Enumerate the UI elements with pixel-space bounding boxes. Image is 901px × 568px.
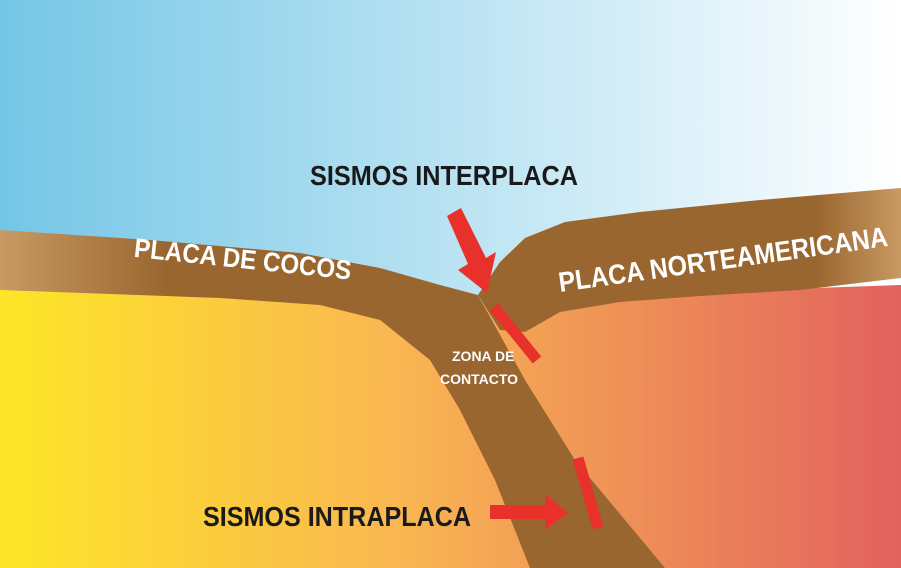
intraplaca-label: SISMOS INTRAPLACA bbox=[203, 501, 471, 532]
cocos-plate bbox=[0, 230, 665, 568]
intraplaca-arrow bbox=[490, 494, 568, 530]
north-american-plate bbox=[478, 188, 901, 332]
interplaca-arrow bbox=[447, 208, 496, 293]
interplaca-label: SISMOS INTERPLACA bbox=[310, 160, 578, 191]
contact-zone-label-line1: ZONA DE bbox=[452, 348, 514, 364]
interplate-rupture bbox=[489, 303, 542, 364]
contact-zone-label-line2: CONTACTO bbox=[440, 371, 518, 387]
mantle-region bbox=[0, 285, 901, 568]
intraplate-rupture bbox=[572, 456, 604, 530]
